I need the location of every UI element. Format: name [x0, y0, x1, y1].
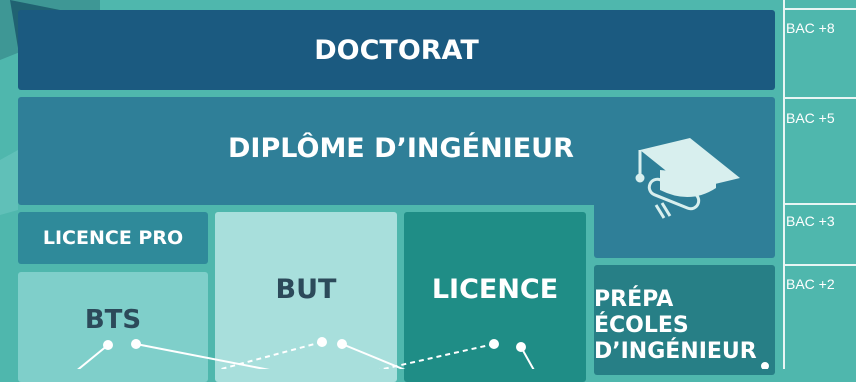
ingenieur-label: DIPLÔME D’INGÉNIEUR — [228, 133, 574, 164]
licence-pro-block: LICENCE PRO — [18, 212, 208, 264]
graduation-cap-diploma-icon — [635, 138, 740, 219]
bts-label: BTS — [84, 305, 142, 335]
licence-pro-label: LICENCE PRO — [42, 227, 184, 249]
doctorat-block: DOCTORAT — [18, 10, 775, 90]
level-tick-bac3 — [783, 203, 856, 205]
level-label-bac3: BAC +3 — [786, 213, 835, 229]
but-label: BUT — [275, 274, 337, 305]
prepa-label-line1: PRÉPA — [594, 287, 674, 313]
prepa-block: PRÉPA ÉCOLES D’INGÉNIEUR — [594, 265, 775, 375]
licence-label: LICENCE — [431, 274, 559, 305]
ingenieur-block-extension — [594, 200, 775, 258]
level-scale-axis — [783, 0, 785, 369]
level-tick-bac5 — [783, 97, 856, 99]
prepa-label-line2: ÉCOLES — [594, 313, 689, 339]
level-label-bac2: BAC +2 — [786, 276, 835, 292]
pathway-connectors — [77, 337, 769, 369]
level-tick-bac2 — [783, 264, 856, 266]
licence-block: LICENCE — [404, 212, 586, 382]
level-label-bac5: BAC +5 — [786, 110, 835, 126]
level-label-bac8: BAC +8 — [786, 20, 835, 36]
prepa-label-line3: D’INGÉNIEUR — [594, 338, 757, 364]
bts-block: BTS — [18, 272, 208, 382]
doctorat-label: DOCTORAT — [314, 34, 479, 66]
level-tick-bac8 — [783, 8, 856, 10]
